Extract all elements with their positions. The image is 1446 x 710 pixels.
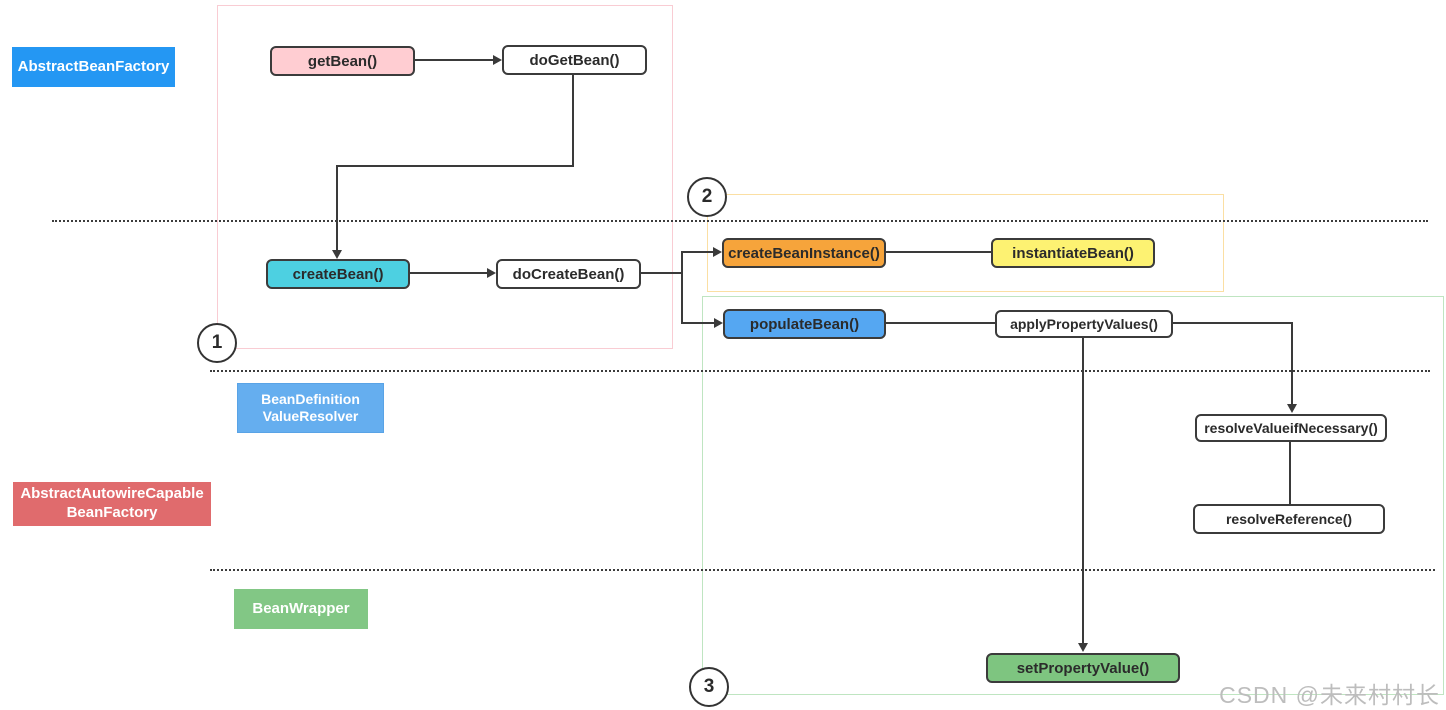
label-bean-definition-value-resolver: BeanDefinition ValueResolver xyxy=(237,383,384,433)
label-abstract-autowire-capable-bean-factory: AbstractAutowireCapable BeanFactory xyxy=(13,482,211,526)
separator-dotted-bottom xyxy=(210,569,1435,571)
node-create-bean-instance: createBeanInstance() xyxy=(722,238,886,268)
connector-branch-vertical xyxy=(681,251,683,324)
arrowhead-into-resolvevalueifnecessary xyxy=(1287,404,1297,413)
connector-getbean-dogetbean xyxy=(415,59,496,61)
region-populate-bean xyxy=(702,296,1444,695)
arrowhead-into-createbeaninstance xyxy=(713,247,722,257)
label-text-line2: BeanFactory xyxy=(66,504,158,521)
arrowhead-into-populatebean xyxy=(714,318,723,328)
connector-createbeaninstance-instantiatebean xyxy=(886,251,991,253)
label-text-line2: ValueResolver xyxy=(262,408,359,424)
separator-dotted-top xyxy=(52,220,1428,222)
label-text: AbstractBeanFactory xyxy=(17,57,170,75)
node-populate-bean: populateBean() xyxy=(723,309,886,339)
step-marker-2: 2 xyxy=(687,177,727,217)
connector-into-resolvevalueifnecessary xyxy=(1291,322,1293,405)
node-set-property-value: setPropertyValue() xyxy=(986,653,1180,683)
connector-into-createbean xyxy=(336,165,338,252)
label-text-line1: AbstractAutowireCapable xyxy=(20,485,204,503)
connector-docreatebean-out xyxy=(641,272,683,274)
arrowhead-into-setpropertyvalue xyxy=(1078,643,1088,652)
connector-dogetbean-left xyxy=(336,165,574,167)
node-create-bean: createBean() xyxy=(266,259,410,289)
connector-applypropertyvalues-right xyxy=(1173,322,1293,324)
connector-createbean-docreatebean xyxy=(410,272,490,274)
label-text-line1: BeanDefinition xyxy=(261,390,360,407)
node-do-create-bean: doCreateBean() xyxy=(496,259,641,289)
connector-applypropertyvalues-setpropertyvalue xyxy=(1082,338,1084,645)
label-abstract-bean-factory: AbstractBeanFactory xyxy=(12,47,175,87)
separator-dotted-middle xyxy=(210,370,1430,372)
connector-dogetbean-down xyxy=(572,74,574,167)
node-resolve-value-if-necessary: resolveValueifNecessary() xyxy=(1195,414,1387,442)
node-do-get-bean: doGetBean() xyxy=(502,45,647,75)
node-get-bean: getBean() xyxy=(270,46,415,76)
region-create-bean-instance xyxy=(707,194,1224,292)
node-instantiate-bean: instantiateBean() xyxy=(991,238,1155,268)
arrowhead-into-dogetbean xyxy=(493,55,502,65)
region-abstract-bean-factory xyxy=(217,5,673,349)
step-marker-1: 1 xyxy=(197,323,237,363)
node-apply-property-values: applyPropertyValues() xyxy=(995,310,1173,338)
label-text: BeanWrapper xyxy=(252,599,350,617)
connector-resolvevalueifnecessary-resolvereference xyxy=(1289,442,1291,504)
connector-branch-down-right xyxy=(681,322,716,324)
connector-populatebean-applypropertyvalues xyxy=(886,322,995,324)
arrowhead-into-docreatebean xyxy=(487,268,496,278)
arrowhead-into-createbean xyxy=(332,250,342,259)
label-bean-wrapper: BeanWrapper xyxy=(234,589,368,629)
connector-branch-up-right xyxy=(681,251,715,253)
csdn-watermark: CSDN @未来村村长 xyxy=(1219,682,1440,708)
step-marker-3: 3 xyxy=(689,667,729,707)
node-resolve-reference: resolveReference() xyxy=(1193,504,1385,534)
